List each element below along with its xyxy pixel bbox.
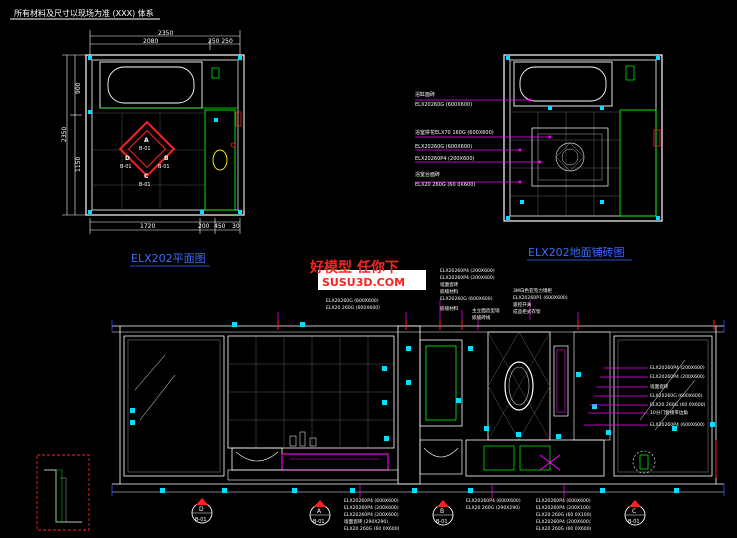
elev-right-note-1: ELX20260P4 (200X600) [650,365,705,371]
elev-bottom-left-1: ELX20260P4 (600X600) [344,498,399,504]
elev-right-note-6: 10分门套线带边角 [650,409,688,416]
elev-bottom-right-2: ELX20260P4 (200X100) [536,505,591,511]
elev-marker-a-code: B-01 [313,519,325,525]
elev-right-note-3: 墙面瓷砖 [650,383,669,390]
plan-marker-b-code: B-01 [158,164,170,170]
floor-title: ELX202地面铺砖图 [528,245,625,259]
elev-bottom-mid-2: ELX20 260G (290X290) [466,505,520,511]
floor-note-3: 浴室拼花ELX70 160G (600X600) [415,129,494,136]
elev-bottom-left-5: ELX20 260G (60 0X600) [344,526,400,532]
elev-marker-a-letter: A [317,508,322,515]
elev-top-note-7: 遥控开关 [513,301,532,308]
elev-top-note-5-sub: 嵌缝砖线 [472,314,491,321]
watermark-cn: 好模型 任你下 [309,259,399,276]
elev-marker-b: B B-01 [432,500,454,526]
plan-dim-top-2: 250 250 [208,38,233,45]
plan-marker-a-letter: A [144,137,149,144]
elev-top-note-6-sub: ELX20260P1 (600X600) [513,295,568,301]
elev-bottom-left-3: ELX20260P4 (200X600) [344,512,399,518]
elev-top-note-3-sub: 嵌缝材料 [440,288,459,295]
plan-marker-c-code: B-01 [139,182,151,188]
header-title: 所有材料及尺寸以现场为准 (XXX) 体系 [14,8,154,18]
elev-bottom-right-1: ELX20260P4 (600X600) [536,498,591,504]
elev-marker-c-code: B-01 [628,519,640,525]
elev-right-note-4: ELX20260G (600X600) [650,393,703,399]
elev-top-note-1-sub: ELX20 260G (600X600) [326,305,380,311]
plan-marker-b-letter: B [164,155,169,162]
elev-marker-b-code: B-01 [436,519,448,525]
elev-right-note-7: ELX20260P4 (600X600) [650,422,705,428]
elev-top-note-4: ELX20260G (600X600) [440,296,493,302]
elev-bottom-right-5: ELX20 260G (60 0X600) [536,526,592,532]
plan-dim-bottom-2: 200 [198,223,210,230]
floor-note-6: 浴室台面砖 [415,171,440,178]
elev-marker-d-letter: D [199,506,204,513]
floor-note-1: 浴缸面砖 [415,91,435,98]
elev-marker-d-code: B-01 [195,517,207,523]
plan-view-marker: A B-01 D B-01 B B-01 C B-01 [118,120,176,188]
watermark: 好模型 任你下 SUSU3D.COM [309,259,426,290]
plan-dim-top-total: 2350 [158,30,173,37]
floor-note-5: ELX20260P4 (200X600) [415,156,475,162]
plan-view: 2350 2080 250 250 900 2350 1150 [61,30,245,267]
plan-marker-a-code: B-01 [139,146,151,152]
plan-dim-bottom-1: 1720 [140,223,155,230]
detail-callout [36,454,90,531]
elev-top-note-4-sub: 嵌缝材料 [440,305,459,312]
floor-note-2: ELX20260G (600X600) [415,102,472,108]
elev-marker-c-letter: C [632,508,636,515]
plan-marker-d-letter: D [125,155,130,162]
plan-marker-c-letter: C [144,173,149,180]
elev-marker-a: A B-01 [309,500,331,526]
elev-top-note-3: 墙面瓷砖 [440,281,459,288]
elev-bottom-mid-1: ELX20260P4 (600X600) [466,498,521,504]
floor-note-7: ELX20 260G (60 0X600) [415,182,475,188]
watermark-en: SUSU3D.COM [322,276,405,289]
elev-top-note-7-sub: 成品柜式衣架 [513,308,541,315]
floor-view: 浴缸面砖 ELX20260G (600X600) 浴室拼花ELX70 160G … [415,54,663,261]
elev-top-note-5: 主立面造型墙 [472,307,500,314]
elev-top-note-2-sub: ELX20260P4 (200X600) [440,275,495,281]
plan-dim-left-2: 1150 [75,157,82,172]
elev-bottom-right-4: ELX20260P4 (200X600) [536,519,591,525]
plan-title: ELX202平面图 [131,252,206,265]
elev-right-note-2: ELX20260P4 (200X600) [650,374,705,380]
elev-top-note-6: 3M白色亚克力镜柜 [513,287,552,294]
elev-right-note-5: ELX20 260G (60 0X600) [650,402,706,408]
plan-dim-bottom-4: 30 [232,223,240,230]
elev-marker-c: C B-01 [624,500,646,526]
plan-marker-d-code: B-01 [120,164,132,170]
elev-marker-d: D B-01 [191,498,213,524]
elev-marker-b-letter: B [440,508,444,515]
plan-dim-left-total: 2350 [61,127,68,142]
elevation-view: ELX20260G (600X600) ELX20 260G (600X600)… [111,268,725,532]
floor-note-4: ELX20260G (600X600) [415,144,472,150]
plan-dim-bottom-3: 450 [214,223,226,230]
elev-bottom-left-2: ELX20260P4 (200X600) [344,505,399,511]
elev-top-note-2: ELX20260P4 (200X600) [440,268,495,274]
plan-dim-left-1: 900 [75,82,82,94]
plan-dim-top-1: 2080 [143,38,158,45]
elev-top-note-1: ELX20260G (600X600) [326,298,379,304]
elev-bottom-left-4: 墙面瓷砖 (290X290) [344,518,388,525]
elev-bottom-right-3: ELX20 260G (60 0X100) [536,512,592,518]
